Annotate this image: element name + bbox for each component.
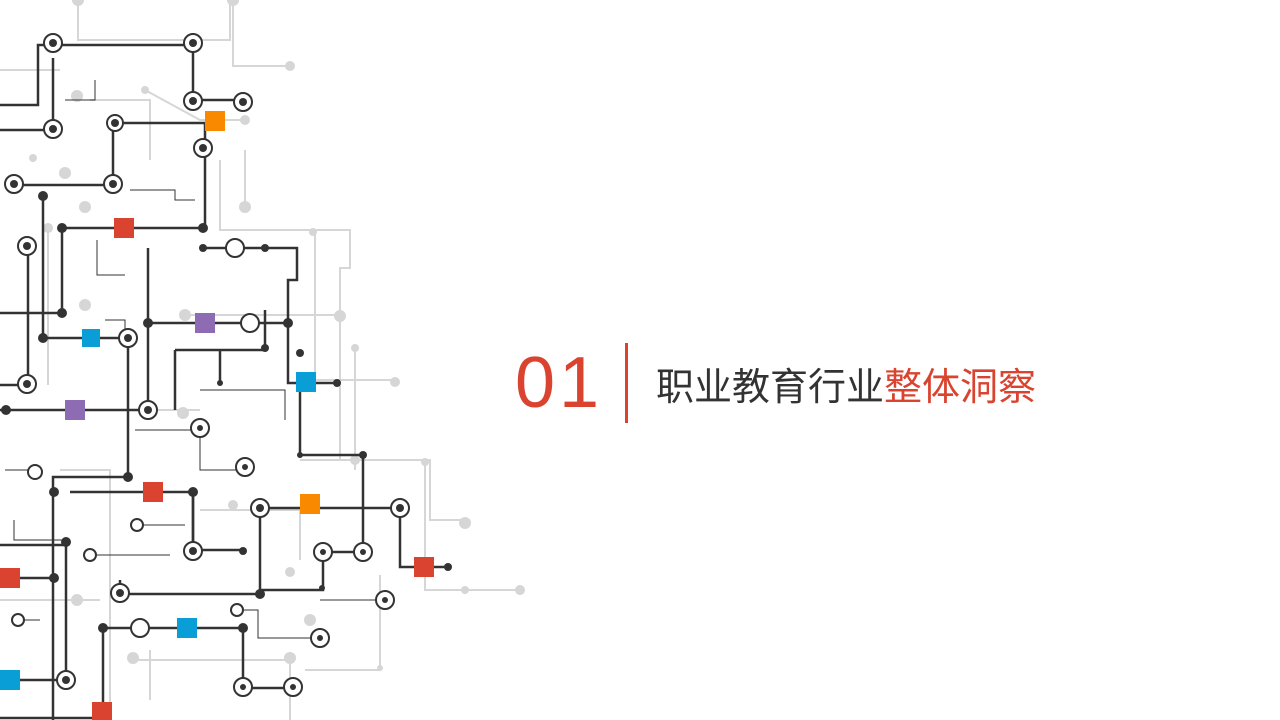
orange-node-square bbox=[205, 111, 225, 131]
vertical-divider bbox=[625, 343, 628, 423]
purple-node-square bbox=[65, 400, 85, 420]
red-node-square bbox=[0, 568, 20, 588]
orange-node-square bbox=[300, 494, 320, 514]
blue-node-square bbox=[82, 329, 100, 347]
purple-node-square bbox=[195, 313, 215, 333]
red-node-square bbox=[414, 557, 434, 577]
red-node-square bbox=[143, 482, 163, 502]
red-node-square bbox=[114, 218, 134, 238]
red-node-square bbox=[92, 702, 112, 720]
circuit-board-decoration bbox=[0, 0, 525, 720]
section-heading: 01 职业教育行业整体洞察 bbox=[515, 340, 1036, 426]
blue-node-square bbox=[177, 618, 197, 638]
section-title-main: 职业教育行业 bbox=[656, 364, 885, 409]
blue-node-square bbox=[296, 372, 316, 392]
section-title: 职业教育行业整体洞察 bbox=[656, 356, 1036, 411]
blue-node-square bbox=[0, 670, 20, 690]
section-title-highlight: 整体洞察 bbox=[884, 364, 1037, 409]
section-number: 01 bbox=[515, 343, 604, 423]
